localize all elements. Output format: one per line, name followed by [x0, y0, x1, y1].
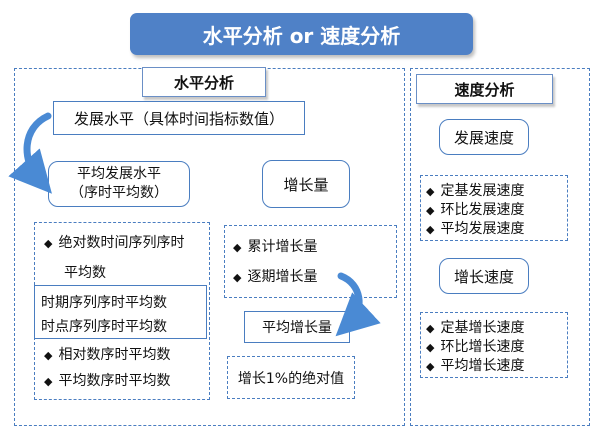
- bullet-icon: ◆: [426, 185, 435, 198]
- bullet-icon: ◆: [233, 271, 242, 284]
- growth-speed-types-list: ◆定基增长速度 ◆环比增长速度 ◆平均增长速度: [426, 317, 568, 377]
- curved-arrow-icon: [8, 112, 52, 194]
- development-level-box: 发展水平（具体时间指标数值）: [53, 101, 305, 135]
- avg-level-line1: 平均发展水平: [77, 166, 161, 182]
- list-item: ◆逐期增长量: [233, 269, 318, 285]
- list-item: ◆相对数序时平均数: [44, 347, 171, 363]
- bullet-icon: ◆: [44, 375, 53, 388]
- increase-amount-box: 增长量: [262, 160, 350, 208]
- average-types-list: ◆绝对数时间序列序时 平均数: [44, 232, 214, 402]
- bullet-icon: ◆: [44, 237, 53, 250]
- development-speed-types-list: ◆定基发展速度 ◆环比发展速度 ◆平均发展速度: [426, 180, 568, 240]
- bullet-icon: ◆: [426, 360, 435, 373]
- diagram-title: 水平分析 or 速度分析: [130, 13, 473, 55]
- bullet-icon: ◆: [44, 349, 53, 362]
- development-speed-box: 发展速度: [439, 119, 529, 155]
- level-analysis-header: 水平分析: [142, 67, 266, 97]
- bullet-icon: ◆: [426, 223, 435, 236]
- curved-arrow-icon: [335, 272, 381, 337]
- one-percent-value-box: 增长1%的绝对值: [227, 356, 355, 399]
- bullet-icon: ◆: [426, 341, 435, 354]
- list-item: ◆平均发展速度: [426, 221, 525, 237]
- bullet-icon: ◆: [426, 322, 435, 335]
- list-item: ◆定基增长速度: [426, 320, 525, 336]
- list-item: ◆平均数序时平均数: [44, 373, 171, 389]
- average-development-level-box: 平均发展水平 （序时平均数）: [48, 161, 190, 207]
- increase-types-list: ◆累计增长量 ◆逐期增长量: [233, 236, 393, 296]
- avg-level-line2: （序时平均数）: [70, 185, 168, 201]
- list-item-continuation: 平均数: [64, 265, 106, 281]
- list-item: ◆绝对数时间序列序时: [44, 235, 185, 251]
- growth-speed-types-box: [420, 312, 568, 378]
- list-subitem: 时期序列序时平均数: [41, 295, 167, 311]
- bullet-icon: ◆: [233, 241, 242, 254]
- bullet-icon: ◆: [426, 204, 435, 217]
- development-speed-types-box: [420, 175, 568, 241]
- growth-speed-box: 增长速度: [439, 258, 529, 294]
- list-item: ◆定基发展速度: [426, 183, 525, 199]
- list-item: ◆平均增长速度: [426, 358, 525, 374]
- list-item: ◆环比增长速度: [426, 339, 525, 355]
- list-item: ◆累计增长量: [233, 239, 318, 255]
- absolute-subtypes-box: 时期序列序时平均数 时点序列序时平均数: [34, 285, 207, 339]
- speed-analysis-panel: [410, 68, 590, 426]
- list-subitem: 时点序列序时平均数: [41, 319, 167, 335]
- average-types-list-bottom: ◆相对数序时平均数 ◆平均数序时平均数: [44, 344, 214, 400]
- speed-analysis-header: 速度分析: [416, 74, 553, 104]
- list-item: ◆环比发展速度: [426, 202, 525, 218]
- increase-types-box: [224, 225, 397, 298]
